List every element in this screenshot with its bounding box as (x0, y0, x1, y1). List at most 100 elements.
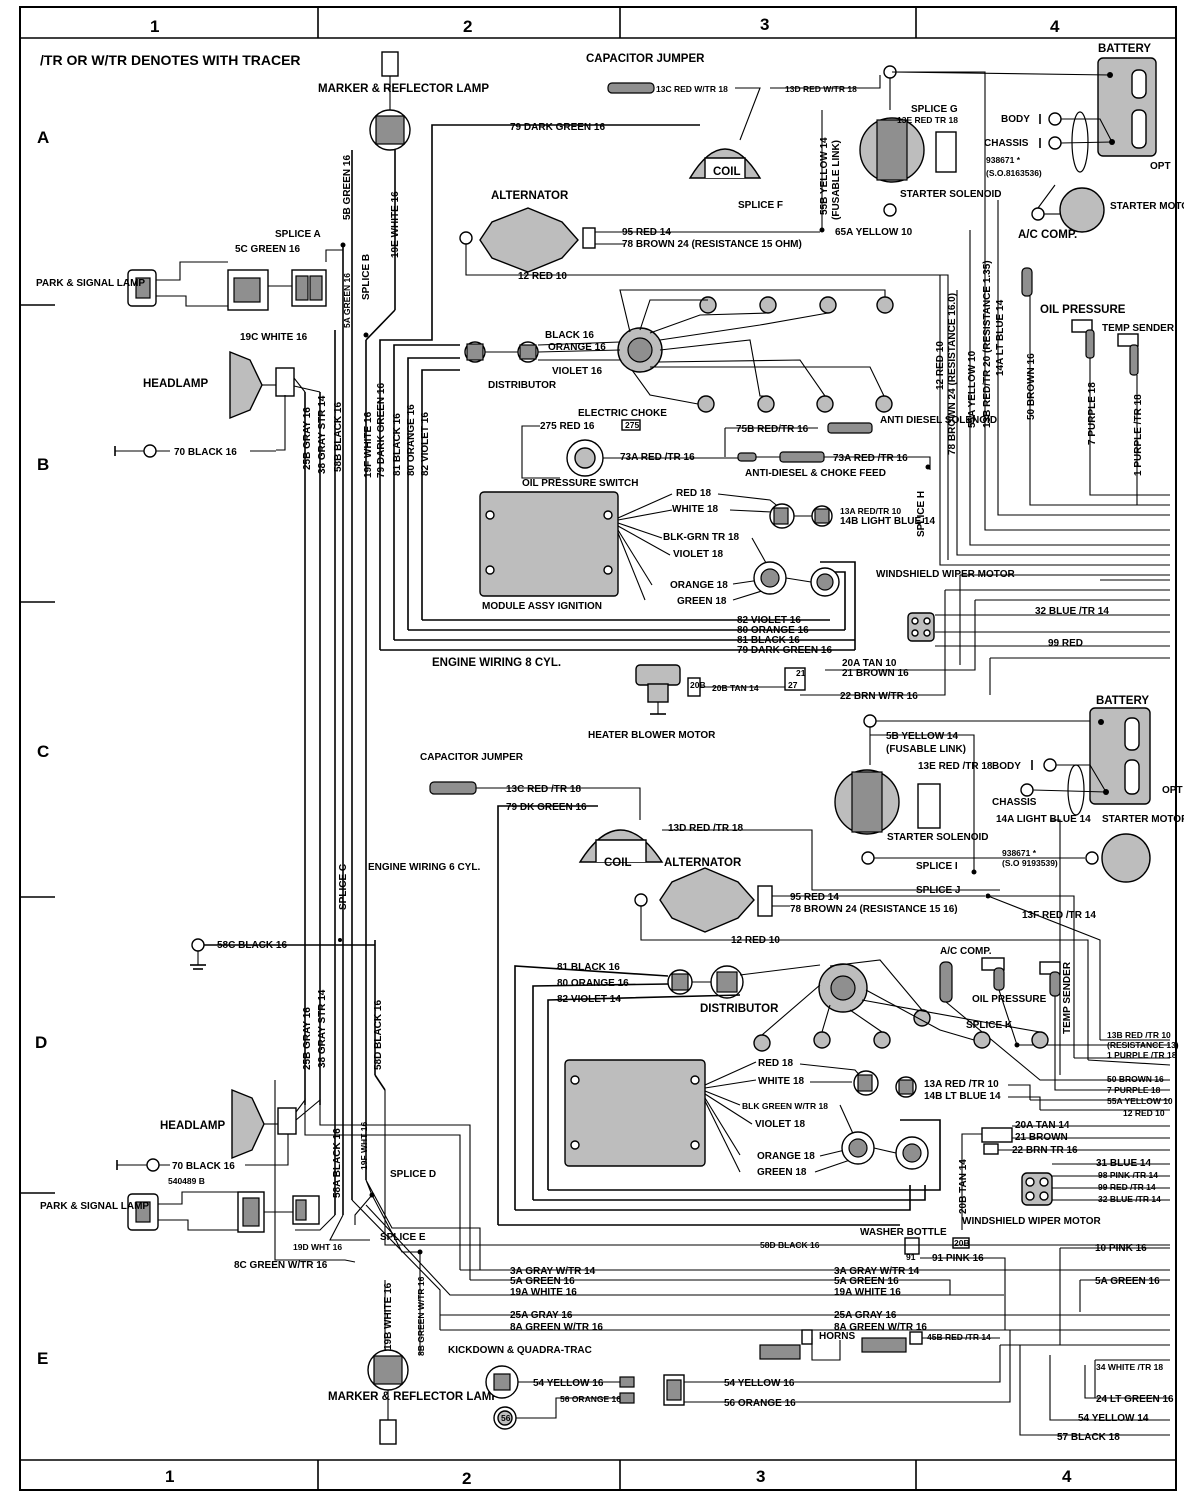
wire-label: 79 DARK GREEN 16 (376, 383, 387, 478)
wire-label: GREEN 18 (757, 1167, 807, 1178)
wire-label: 25B GRAY 16 (302, 1007, 313, 1070)
wire-label: 38 GRAY STR 14 (317, 395, 328, 474)
splice-c-label: SPLICE C (338, 864, 349, 910)
wire-label: RED 18 (676, 488, 711, 499)
splice-h-label: SPLICE H (916, 491, 927, 537)
splice-e-label: SPLICE E (380, 1232, 426, 1243)
wire-label: 13D RED /TR 18 (668, 823, 743, 834)
coil-top (688, 148, 762, 179)
horns (759, 1329, 1000, 1361)
wire-label: 99 RED /TR 14 (1098, 1182, 1156, 1192)
wire-label: 81 BLACK 16 (392, 413, 403, 476)
heater-blower-motor (635, 664, 701, 715)
wire-label: 91 PINK 16 (932, 1253, 984, 1264)
marker-lamp-bottom (367, 1349, 409, 1445)
distributor-bottom (667, 963, 868, 1013)
grid-col-4: 4 (1050, 17, 1060, 36)
grid-row-e: E (37, 1349, 48, 1368)
distributor-top-label: DISTRIBUTOR (488, 380, 557, 391)
wire-label: 25B GRAY 16 (302, 407, 313, 470)
wire-label: 19F WHT 16 (359, 1122, 369, 1170)
module-ignition-top (479, 491, 619, 597)
starter-motor-bottom (1085, 833, 1151, 883)
module-ignition-label: MODULE ASSY IGNITION (482, 601, 602, 612)
wire-label: 8A GREEN W/TR 16 (834, 1322, 927, 1333)
wire-label: 25A GRAY 16 (510, 1310, 573, 1321)
connector (784, 667, 806, 691)
headlamp-top-label: HEADLAMP (143, 378, 208, 390)
park-lamp-bottom-label: PARK & SIGNAL LAMP (40, 1201, 149, 1212)
wire-label: 13C RED /TR 18 (506, 784, 581, 795)
coil-bottom-label: COIL (604, 857, 631, 869)
oil-pressure-top-label: OIL PRESSURE (1040, 304, 1126, 316)
wire-label: 8C GREEN W/TR 16 (234, 1260, 328, 1271)
kickdown-label: KICKDOWN & QUADRA-TRAC (448, 1345, 592, 1356)
starter-motor-bottom-label: STARTER MOTOR (1102, 814, 1184, 825)
alternator-top (459, 207, 596, 273)
wire-label: (RESISTANCE 13) (1107, 1040, 1179, 1050)
wire-label: 55A YELLOW 10 (967, 350, 978, 428)
wire-label: 70 BLACK 16 (174, 447, 237, 458)
ground-symbol (190, 938, 206, 970)
horns-label: HORNS (819, 1331, 855, 1342)
engine-8cyl-title: ENGINE WIRING 8 CYL. (432, 657, 561, 669)
cap-jumper-top-label: CAPACITOR JUMPER (586, 53, 705, 65)
battery-bottom-label: BATTERY (1096, 695, 1149, 707)
grid-col-1-bottom: 1 (165, 1467, 174, 1486)
wire-label: 78 BROWN 24 (RESISTANCE 15 OHM) (622, 239, 802, 250)
wire-label: BLACK 16 (545, 330, 594, 341)
pin-label: 21 (796, 668, 806, 678)
wire-label: 50 BROWN 16 (1026, 353, 1037, 420)
anti-diesel-feed-label: ANTI-DIESEL & CHOKE FEED (745, 468, 886, 479)
wire-label: 32 BLUE /TR 14 (1098, 1194, 1161, 1204)
washer-bottle-connector (904, 1237, 920, 1255)
wire-label: 5C GREEN 16 (235, 244, 300, 255)
body-bottom-label: BODY (992, 761, 1021, 772)
ground-terminal (1048, 136, 1062, 150)
body-top-label: BODY (1001, 114, 1030, 125)
wire-label: ORANGE 18 (670, 580, 728, 591)
wire-label: 20B TAN 14 (958, 1159, 969, 1214)
wire-label: RED 18 (758, 1058, 793, 1069)
wire-label: 45B RED /TR 14 (927, 1332, 991, 1342)
wire-label: 19B WHITE 16 (383, 1282, 394, 1350)
wire-label: 55B YELLOW 14 (819, 137, 830, 215)
wire-label: 82 VIOLET 14 (557, 994, 621, 1005)
pin-20b-bottom (952, 1237, 970, 1249)
wire-label: 95 RED 14 (790, 892, 839, 903)
wire-label: 54 YELLOW 14 (1078, 1413, 1149, 1424)
module-ignition-bottom (564, 1059, 706, 1167)
wire-label: 10 PINK 16 (1095, 1243, 1147, 1254)
wire-label: 19D WHT 16 (293, 1242, 342, 1252)
ground-terminal (1020, 783, 1034, 797)
part-number-top-so: (S.O.8163536) (986, 168, 1042, 178)
spark-plugs-top (619, 289, 894, 413)
part-number-bottom: 938671 * (1002, 848, 1037, 858)
pin-label: 20B (954, 1238, 970, 1248)
oil-pressure-sender-bottom (981, 957, 1005, 991)
wire-label: 78 BROWN 24 (RESISTANCE 15 16) (790, 904, 958, 915)
pin-label: 275 (625, 420, 639, 430)
splice-b-label: SPLICE B (361, 254, 372, 300)
wire-label: 22 BRN TR 16 (1012, 1145, 1078, 1156)
wire-label: 19A WHITE 16 (510, 1287, 577, 1298)
grid-row-d: D (35, 1033, 47, 1052)
wire-label: 75B RED/TR 16 (736, 424, 809, 435)
wire-label: 19A WHITE 16 (834, 1287, 901, 1298)
coil-top-label: COIL (713, 166, 740, 178)
wire-label: 99 RED (1048, 638, 1083, 649)
wire-label: 82 VIOLET 16 (420, 412, 431, 476)
wire-label: 56 ORANGE 16 (560, 1394, 621, 1404)
park-signal-lamp-top (127, 249, 343, 311)
wire-label: 80 ORANGE 16 (406, 404, 417, 476)
grid-col-4-bottom: 4 (1062, 1467, 1072, 1486)
starter-solenoid-top-label: STARTER SOLENOID (900, 189, 1001, 200)
diagram-frame (19, 6, 1177, 1491)
left-harness (200, 122, 396, 1215)
wire-label: 1 PURPLE /TR 18 (1133, 394, 1144, 476)
wire-label: BLK GREEN W/TR 18 (742, 1101, 828, 1111)
splice-dot (338, 938, 342, 942)
wire-label: 13E RED TR 18 (897, 115, 958, 125)
wire-label: 65A YELLOW 10 (835, 227, 913, 238)
wiper-motor-bottom (1021, 1172, 1053, 1206)
